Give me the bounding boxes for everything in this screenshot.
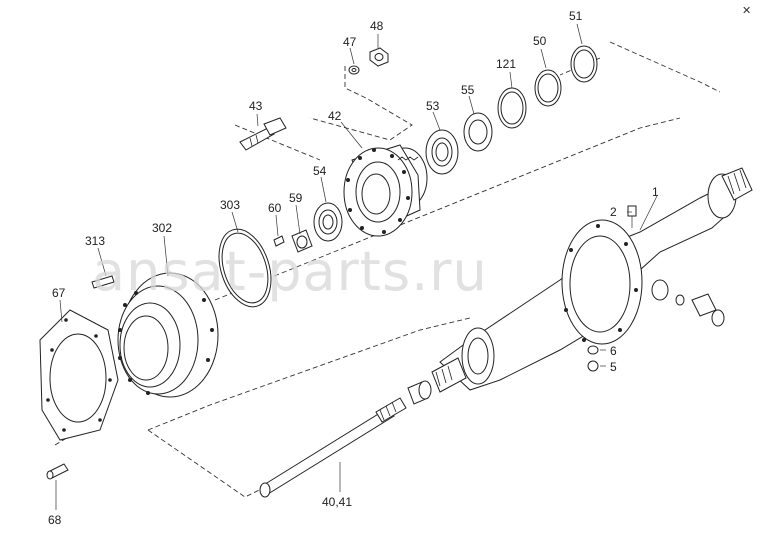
- part-5-plug: [587, 360, 599, 372]
- label-part-40-41: 40,41: [322, 495, 352, 509]
- part-1-axle-housing: [431, 167, 753, 393]
- part-51-ring: [570, 45, 598, 83]
- label-part-1: 1: [652, 185, 659, 199]
- label-part-48: 48: [370, 19, 384, 33]
- label-part-68: 68: [48, 513, 62, 527]
- part-2-breather: [627, 205, 637, 228]
- watermark: ansat-parts.ru: [92, 240, 488, 303]
- part-43-stud-bolt: [239, 117, 287, 151]
- part-40-41-axle-shaft: [259, 397, 407, 498]
- part-60-screw: [273, 235, 285, 247]
- part-47-washer: [348, 65, 360, 75]
- part-50-ring: [534, 69, 562, 107]
- label-part-121: 121: [496, 57, 516, 71]
- part-302-drum-housing: [117, 272, 219, 398]
- part-42-wheel-hub: [343, 144, 428, 237]
- part-spacer-ring: [407, 380, 432, 405]
- label-part-47: 47: [343, 35, 357, 49]
- part-drain-plug: [651, 279, 725, 327]
- part-55-seal: [463, 112, 493, 152]
- label-part-43: 43: [249, 99, 263, 113]
- label-part-2: 2: [610, 205, 617, 219]
- leader-lines: [55, 23, 658, 510]
- label-part-51: 51: [569, 9, 583, 23]
- part-67-gasket: [39, 309, 119, 441]
- part-59-lock-plate: [291, 229, 313, 253]
- part-6-washer: [587, 345, 599, 355]
- label-part-303: 303: [220, 198, 240, 212]
- corner-mark: ✕: [742, 4, 751, 17]
- label-part-313: 313: [85, 234, 105, 248]
- part-68-bolt: [46, 463, 69, 480]
- callout-labels: 1 2 6 5 40,41 42 43 47 48 50 51 53 54 55…: [48, 9, 659, 527]
- part-313-bolt: [91, 275, 115, 289]
- label-part-59: 59: [289, 191, 303, 205]
- label-part-42: 42: [328, 109, 342, 123]
- label-part-53: 53: [426, 99, 440, 113]
- label-part-54: 54: [313, 164, 327, 178]
- part-53-bearing: [425, 129, 459, 175]
- label-part-50: 50: [533, 34, 547, 48]
- label-part-302: 302: [152, 221, 172, 235]
- label-part-6: 6: [610, 344, 617, 358]
- part-121-ring: [497, 87, 527, 129]
- label-part-55: 55: [461, 83, 475, 97]
- part-54-bearing: [313, 202, 343, 242]
- label-part-60: 60: [268, 201, 282, 215]
- label-part-5: 5: [610, 360, 617, 374]
- part-303-o-ring: [218, 228, 272, 308]
- label-part-67: 67: [52, 286, 66, 300]
- part-48-nut: [369, 47, 389, 67]
